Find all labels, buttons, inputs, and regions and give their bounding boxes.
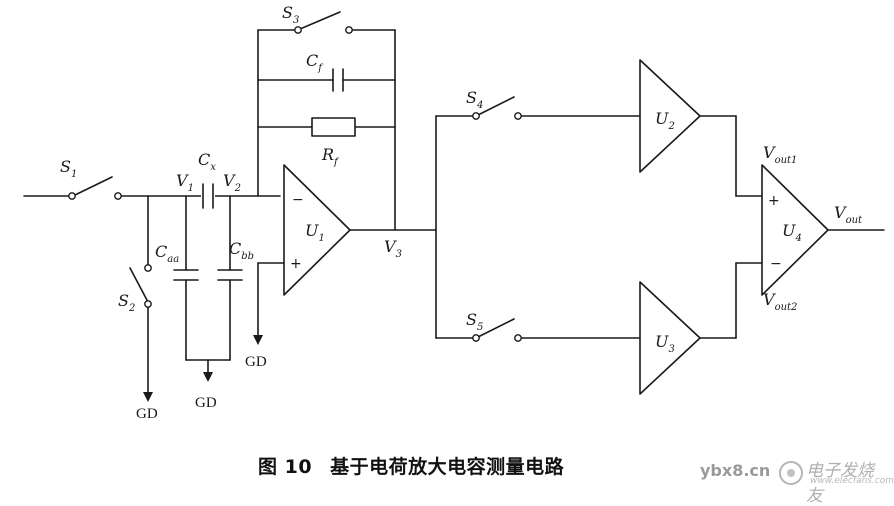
u1-minus-sign: −	[292, 192, 304, 208]
feedback-network	[257, 11, 437, 231]
label-s2: S2	[118, 291, 135, 314]
switch-s3	[294, 26, 353, 34]
label-rf: Rf	[321, 145, 340, 168]
label-s1: S1	[60, 157, 77, 180]
capacitor-caa	[173, 195, 199, 361]
figure-title: 基于电荷放大电容测量电路	[330, 456, 565, 478]
ground-label-u1: GD	[245, 354, 267, 370]
figure-caption: 图 10 基于电荷放大电容测量电路	[258, 452, 564, 479]
label-vout1: Vout1	[763, 143, 797, 166]
switch-s4	[472, 112, 522, 120]
capacitor-cf	[332, 68, 344, 92]
op-amp-u1	[283, 164, 351, 296]
switch-s5	[472, 334, 522, 342]
ground-label-parasitic: GD	[195, 395, 217, 411]
input-wiring	[23, 176, 281, 402]
label-v1: V1	[176, 171, 194, 194]
resistor-rf	[311, 117, 356, 137]
output-wiring	[699, 115, 885, 339]
op-amp-u3	[639, 281, 701, 395]
label-u3: U3	[655, 332, 675, 355]
label-u2: U2	[655, 109, 675, 132]
label-vout: Vout	[834, 203, 863, 226]
switch-s1	[68, 192, 122, 200]
label-v3: V3	[384, 237, 402, 260]
splitter-wiring	[435, 96, 641, 339]
label-vout2: Vout2	[763, 290, 797, 313]
watermark-brand-url: www.elecfans.com	[810, 476, 894, 486]
switch-s2	[144, 264, 152, 308]
op-amp-u2	[639, 59, 701, 173]
label-s3: S3	[282, 3, 299, 26]
u4-plus-sign: +	[768, 193, 780, 209]
watermark-site: ybx8.cn	[700, 461, 771, 480]
label-cx: Cx	[198, 150, 216, 173]
figure-number: 图 10	[258, 456, 313, 478]
label-s5: S5	[466, 310, 483, 333]
parasitic-ground	[185, 359, 231, 382]
label-u4: U4	[782, 221, 802, 244]
ground-label-s2: GD	[136, 406, 158, 422]
capacitor-cbb	[217, 195, 243, 361]
label-u1: U1	[305, 221, 325, 244]
u1-plus-sign: +	[290, 256, 302, 272]
op-amp-u4	[761, 164, 829, 296]
noninverting-input-wiring	[253, 262, 285, 345]
label-caa: Caa	[155, 242, 179, 265]
label-cf: Cf	[306, 51, 324, 74]
elecfans-logo-icon	[779, 461, 803, 485]
label-cbb: Cbb	[229, 239, 254, 262]
label-s4: S4	[466, 88, 483, 111]
u4-minus-sign: −	[770, 256, 782, 272]
watermark: ybx8.cn 电子发烧友 www.elecfans.com	[700, 455, 894, 506]
label-v2: V2	[223, 171, 241, 194]
capacitor-cx	[201, 183, 215, 209]
